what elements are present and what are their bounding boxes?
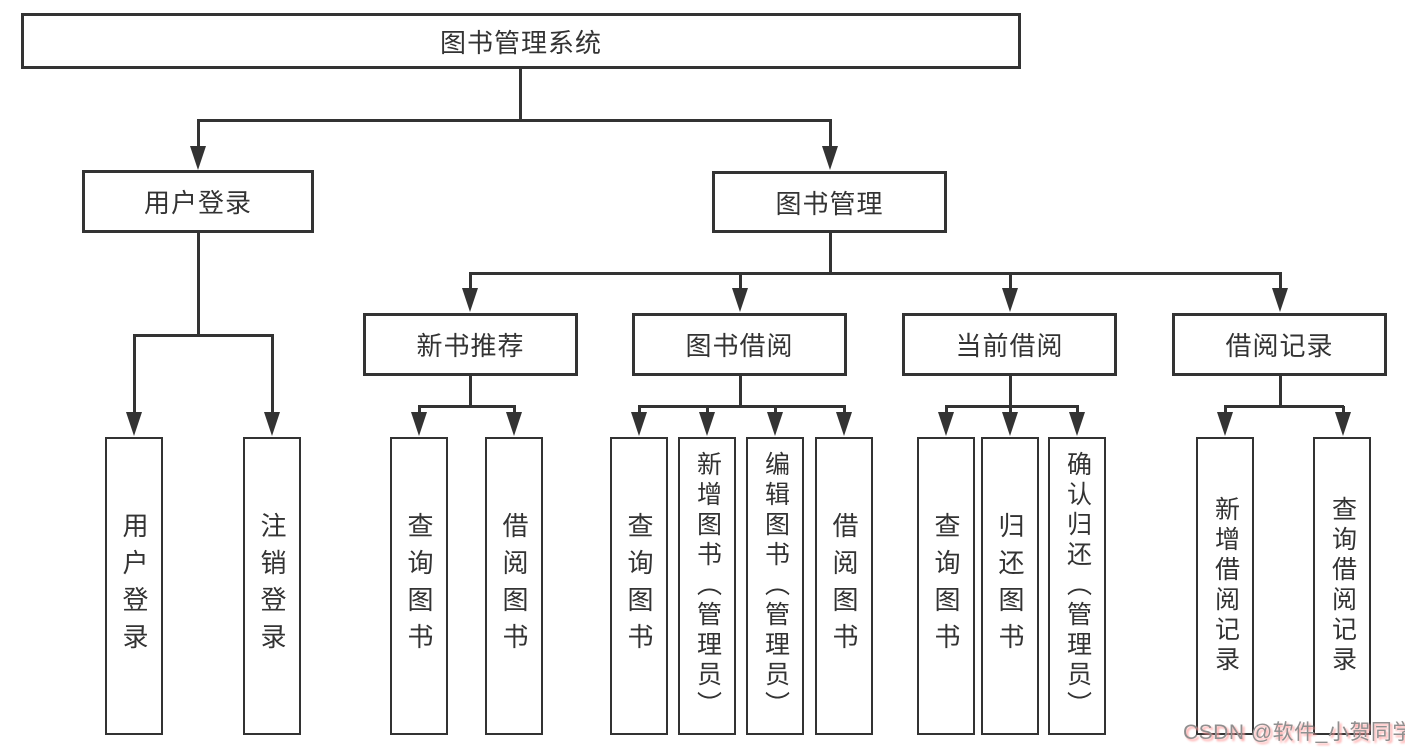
node-borrow-record-label: 借阅记录 <box>1225 331 1334 361</box>
leaf-label: 借阅图书 <box>829 512 859 660</box>
node-root-label: 图书管理系统 <box>439 27 602 58</box>
connector-line <box>1278 376 1282 407</box>
arrowhead-icon <box>505 412 522 436</box>
node-book-management-label: 图书管理 <box>775 188 884 219</box>
node-leaf-query-borrow-record: 查询借阅记录 <box>1313 437 1371 735</box>
arrowhead-icon <box>410 412 427 436</box>
node-leaf-add-book-admin: 新增图书（管理员） <box>678 437 736 735</box>
connector-line <box>1278 273 1282 290</box>
connector-line <box>468 376 472 407</box>
node-new-book-recommend: 新书推荐 <box>363 313 578 376</box>
connector-line <box>773 406 777 414</box>
arrowhead-icon <box>937 412 954 436</box>
node-leaf-borrow-book-2: 借阅图书 <box>815 437 873 735</box>
node-new-book-recommend-label: 新书推荐 <box>416 331 525 361</box>
leaf-label: 用户登录 <box>119 512 149 660</box>
connector-line <box>468 271 1282 275</box>
connector-line <box>132 333 274 337</box>
node-book-management: 图书管理 <box>712 171 947 233</box>
leaf-label: 新增借阅记录 <box>1211 496 1240 676</box>
node-current-borrow: 当前借阅 <box>902 313 1117 376</box>
node-current-borrow-label: 当前借阅 <box>955 331 1064 361</box>
node-leaf-borrow-book-1: 借阅图书 <box>485 437 543 735</box>
connector-line <box>705 406 709 414</box>
node-borrow-record: 借阅记录 <box>1172 313 1387 376</box>
arrowhead-icon <box>731 288 748 312</box>
connector-line <box>270 335 274 414</box>
arrowhead-icon <box>1001 412 1018 436</box>
leaf-label: 查询图书 <box>624 512 654 660</box>
node-book-borrow-label: 图书借阅 <box>685 331 794 361</box>
node-leaf-query-book-2: 查询图书 <box>610 437 668 735</box>
node-leaf-logout: 注销登录 <box>243 437 301 735</box>
arrowhead-icon <box>835 412 852 436</box>
connector-line <box>1341 406 1345 414</box>
leaf-label: 新增图书（管理员） <box>693 451 722 721</box>
connector-line <box>468 273 472 290</box>
connector-line <box>132 335 136 414</box>
connector-line <box>196 233 200 336</box>
connector-line <box>196 118 832 122</box>
arrowhead-icon <box>461 288 478 312</box>
connector-line <box>637 404 846 408</box>
connector-line <box>944 404 1079 408</box>
arrowhead-icon <box>1068 412 1085 436</box>
leaf-label: 查询图书 <box>931 512 961 660</box>
arrowhead-icon <box>766 412 783 436</box>
connector-line <box>1008 406 1012 414</box>
connector-line <box>828 233 832 274</box>
node-leaf-confirm-return-admin: 确认归还（管理员） <box>1048 437 1106 735</box>
connector-line <box>738 376 742 407</box>
arrowhead-icon <box>263 412 280 436</box>
connector-line <box>512 406 516 414</box>
leaf-label: 查询借阅记录 <box>1328 496 1357 676</box>
arrowhead-icon <box>125 412 142 436</box>
leaf-label: 编辑图书（管理员） <box>761 451 790 721</box>
leaf-label: 注销登录 <box>257 512 287 660</box>
node-leaf-query-book-3: 查询图书 <box>917 437 975 735</box>
node-root: 图书管理系统 <box>21 13 1021 69</box>
arrowhead-icon <box>630 412 647 436</box>
connector-line <box>518 69 522 120</box>
leaf-label: 归还图书 <box>995 512 1025 660</box>
node-user-login: 用户登录 <box>82 170 314 233</box>
connector-line <box>842 406 846 414</box>
arrowhead-icon <box>1216 412 1233 436</box>
connector-line <box>738 273 742 290</box>
node-leaf-return-book: 归还图书 <box>981 437 1039 735</box>
node-leaf-add-borrow-record: 新增借阅记录 <box>1196 437 1254 735</box>
arrowhead-icon <box>1271 288 1288 312</box>
connector-line <box>1008 273 1012 290</box>
connector-line <box>944 406 948 414</box>
connector-line <box>1008 376 1012 407</box>
watermark: CSDN @软件_小贺同学 <box>1183 721 1405 744</box>
arrowhead-icon <box>698 412 715 436</box>
connector-line <box>417 406 421 414</box>
connector-line <box>1223 406 1227 414</box>
connector-line <box>417 404 516 408</box>
node-leaf-user-login: 用户登录 <box>105 437 163 735</box>
leaf-label: 借阅图书 <box>499 512 529 660</box>
arrowhead-icon <box>821 146 838 170</box>
connector-line <box>828 120 832 148</box>
arrowhead-icon <box>1334 412 1351 436</box>
leaf-label: 查询图书 <box>404 512 434 660</box>
node-user-login-label: 用户登录 <box>143 188 252 218</box>
connector-line <box>1075 406 1079 414</box>
arrowhead-icon <box>189 146 206 170</box>
node-book-borrow: 图书借阅 <box>632 313 847 376</box>
connector-line <box>196 120 200 148</box>
arrowhead-icon <box>1001 288 1018 312</box>
connector-line <box>637 406 641 414</box>
leaf-label: 确认归还（管理员） <box>1063 451 1092 721</box>
node-leaf-query-book-1: 查询图书 <box>390 437 448 735</box>
connector-line <box>1223 404 1344 408</box>
node-leaf-edit-book-admin: 编辑图书（管理员） <box>746 437 804 735</box>
